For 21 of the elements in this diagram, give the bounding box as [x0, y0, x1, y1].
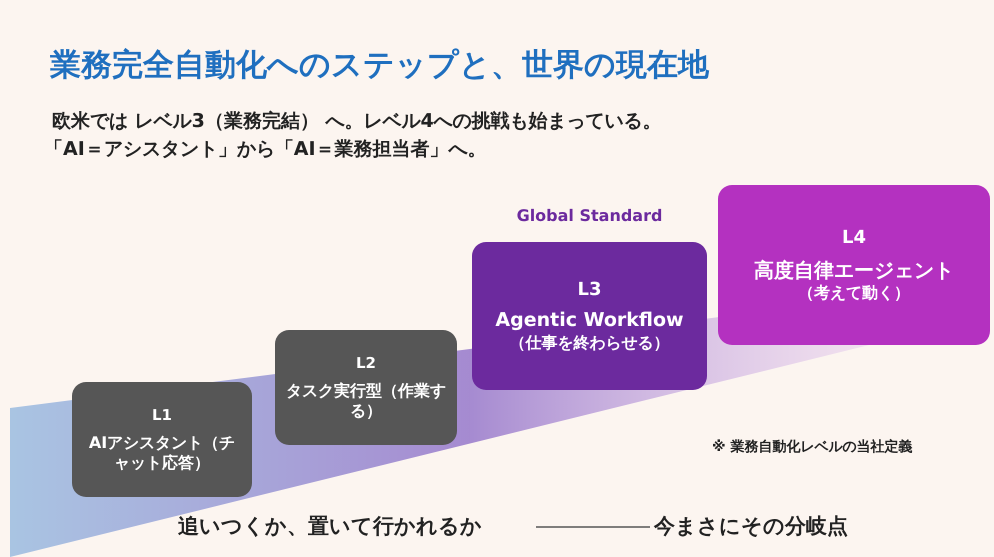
level-description: （仕事を終わらせる）	[510, 333, 670, 354]
level-box	[472, 242, 707, 390]
closing-text: 今まさにその分岐点	[654, 513, 848, 540]
level-number: L2	[356, 354, 376, 373]
title: 業務完全自動化へのステップと、世界の現在地	[50, 46, 709, 85]
subtitle-text: 「AI＝アシスタント」から「AI＝業務担当者」へ。	[44, 137, 487, 162]
level-description: 高度自律エージェント	[754, 258, 954, 283]
closing-text: 追いつくか、置いて行かれるか	[178, 513, 482, 540]
level-number: L3	[578, 278, 602, 302]
level-description: AIアシスタント（チャット応答）	[88, 432, 236, 473]
footnote: ※ 業務自動化レベルの当社定義	[712, 438, 912, 456]
subtitle-text: 欧米では レベル3（業務完結） へ。レベル4への挑戦も始まっている。	[52, 109, 662, 134]
tag-label: Global Standard	[516, 206, 664, 225]
level-number: L1	[152, 406, 172, 425]
level-description: タスク実行型（作業する）	[285, 380, 447, 421]
level-box	[275, 330, 457, 445]
level-number: L4	[842, 227, 866, 250]
level-box	[718, 185, 990, 345]
level-description: Agentic Workflow	[495, 309, 684, 334]
level-box	[72, 382, 252, 497]
level-description: （考えて動く）	[798, 282, 910, 303]
